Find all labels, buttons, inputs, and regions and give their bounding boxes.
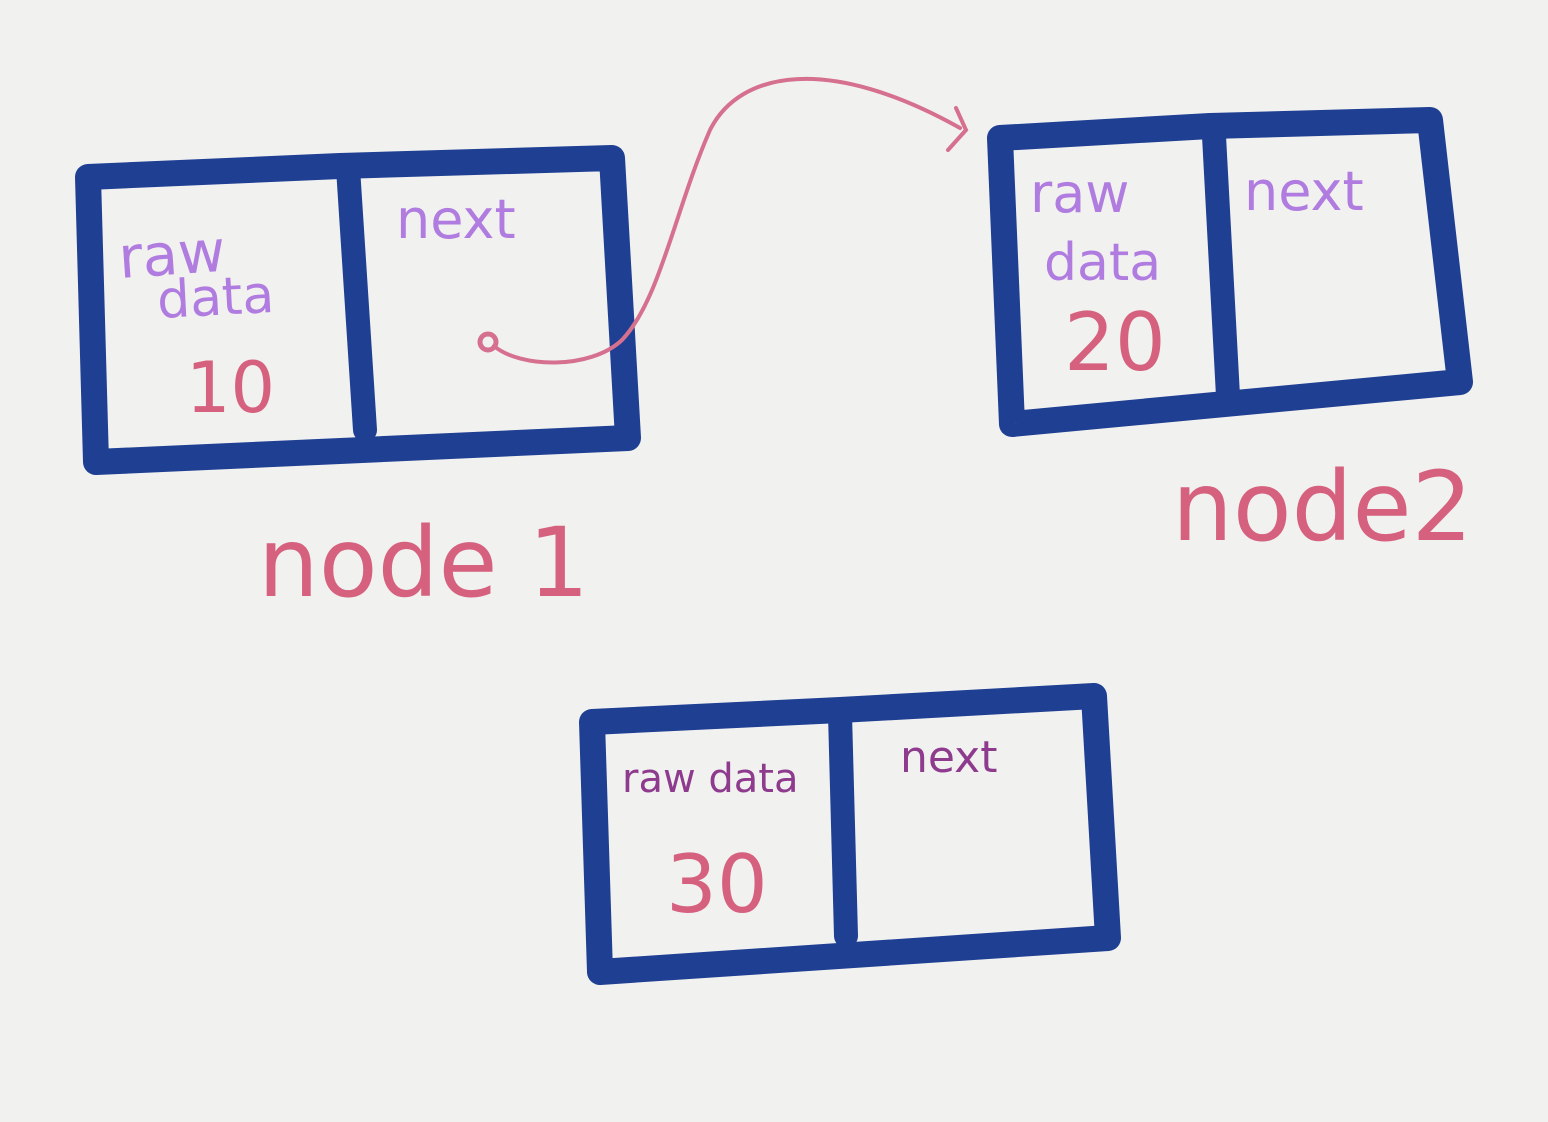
node-3: raw data next 30 — [579, 683, 1121, 985]
node-3-next-label: next — [900, 732, 997, 783]
node-1-next-pointer-origin — [477, 331, 499, 353]
node-2-data-label-line1: raw — [1030, 162, 1129, 225]
node-2-data-label-line2: data — [1044, 233, 1161, 293]
node-2-next-label: next — [1244, 160, 1364, 223]
node-1-caption: node 1 — [258, 507, 589, 619]
node-1-next-label: next — [396, 188, 516, 251]
node-1-data-label-line2: data — [156, 265, 276, 331]
node-2: raw data next 20 node2 — [987, 107, 1473, 563]
pointer-arrow — [492, 77, 969, 365]
node-2-divider — [1202, 124, 1240, 408]
node-1: raw data next 10 node 1 — [75, 145, 641, 619]
node-2-caption: node2 — [1172, 451, 1473, 563]
node-2-value: 20 — [1064, 296, 1166, 389]
node-3-data-label: raw data — [622, 756, 798, 802]
node-1-value: 10 — [186, 347, 275, 429]
pointer-arrow-curve — [492, 77, 962, 365]
node-3-box — [579, 683, 1121, 985]
node-1-box — [75, 145, 641, 475]
node-1-data-label-line1: raw — [116, 217, 227, 292]
pointer-arrowhead — [946, 106, 969, 152]
node-1-divider — [336, 156, 377, 442]
node-2-box — [987, 107, 1473, 437]
node-3-value: 30 — [666, 838, 768, 931]
node-3-divider — [828, 702, 858, 948]
